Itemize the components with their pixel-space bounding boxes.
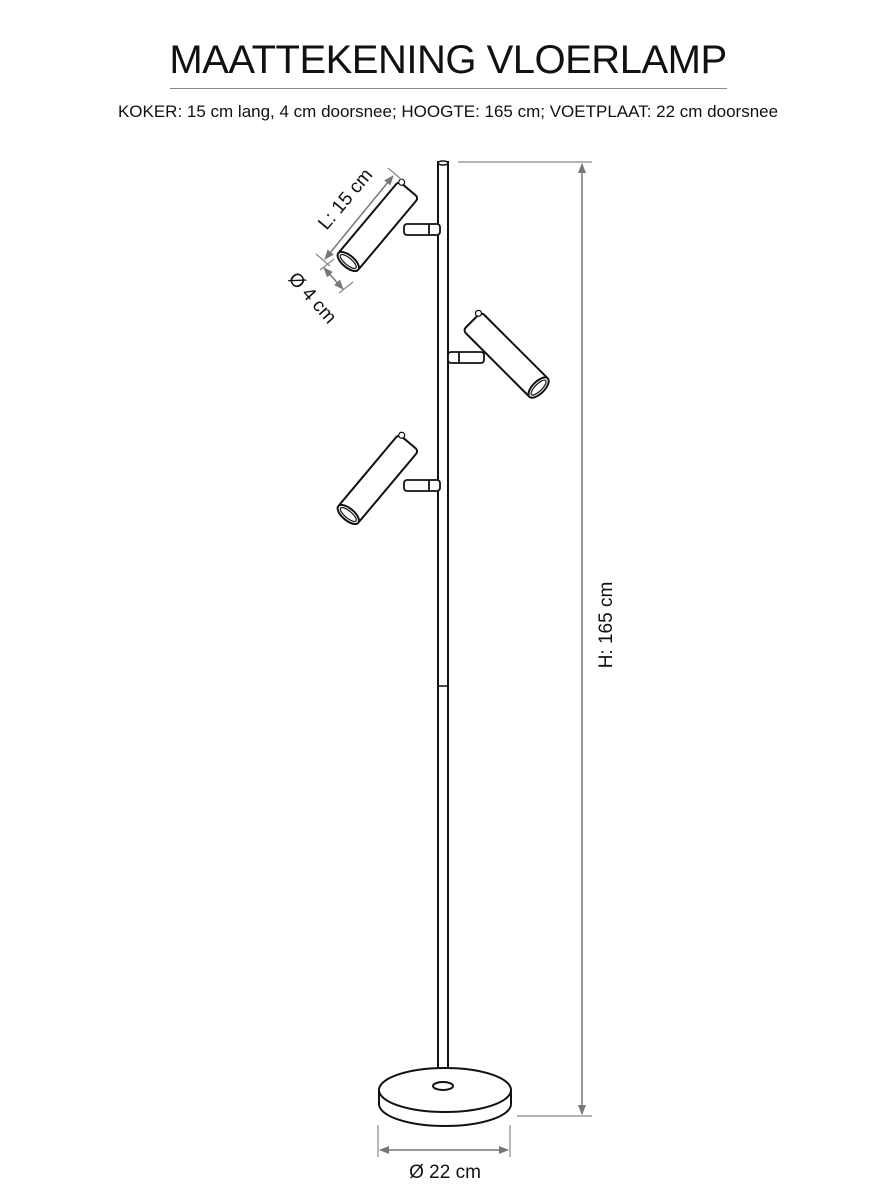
lamp-pole (437, 161, 449, 1088)
lamp-base (378, 1067, 512, 1127)
height-dimension (458, 161, 592, 1117)
height-label: H: 165 cm (596, 582, 617, 669)
bracket-top (403, 223, 441, 236)
base-diameter-label: Ø 22 cm (409, 1162, 481, 1183)
bracket-middle (447, 351, 485, 364)
base-diameter-dimension (377, 1125, 511, 1157)
title-underline (170, 88, 727, 89)
specs-subtitle: KOKER: 15 cm lang, 4 cm doorsnee; HOOGTE… (117, 102, 779, 121)
page-title: MAATTEKENING VLOERLAMP (169, 38, 727, 82)
tube-diameter-dimension (319, 258, 354, 294)
bracket-bottom (403, 479, 441, 492)
